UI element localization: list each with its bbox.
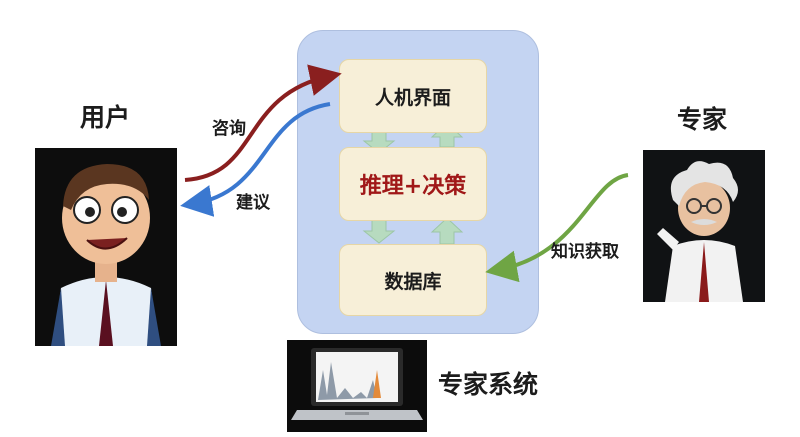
interface-box: 人机界面 [339, 59, 487, 133]
laptop-chart-icon [287, 340, 427, 432]
advice-label: 建议 [236, 193, 270, 213]
up-arrow-2 [430, 217, 464, 245]
down-arrow-2 [362, 218, 396, 244]
reasoning-box: 推理+决策 [339, 147, 487, 221]
knowledge-label: 知识获取 [551, 242, 619, 262]
user-label: 用户 [80, 103, 131, 132]
knowledge-arrow [485, 173, 629, 283]
system-title: 专家系统 [438, 370, 539, 399]
database-box: 数据库 [339, 244, 487, 316]
user-cartoon-icon [35, 148, 177, 346]
consult-arrow [184, 64, 342, 182]
advice-arrow [180, 102, 331, 217]
consult-label: 咨询 [212, 119, 246, 139]
expert-label: 专家 [677, 105, 728, 134]
expert-cartoon-icon [643, 150, 765, 302]
